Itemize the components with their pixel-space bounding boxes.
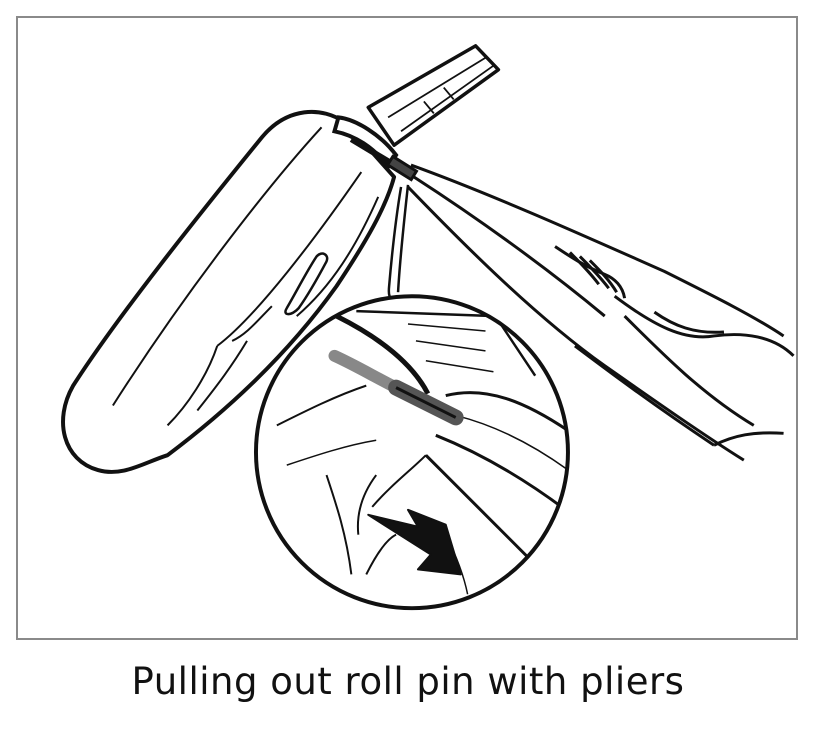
shaft [366, 44, 501, 147]
pliers [406, 163, 795, 462]
lever-handle [61, 110, 397, 474]
lever-handle-detail [112, 126, 380, 427]
illustration-frame [16, 16, 798, 640]
magnified-view [253, 294, 570, 611]
figure-caption: Pulling out roll pin with pliers [131, 660, 685, 703]
shaft-detail [387, 56, 494, 132]
roll-pin-removal-illustration [61, 44, 795, 611]
roll-pin-top [349, 136, 419, 182]
leader-line [387, 184, 410, 300]
